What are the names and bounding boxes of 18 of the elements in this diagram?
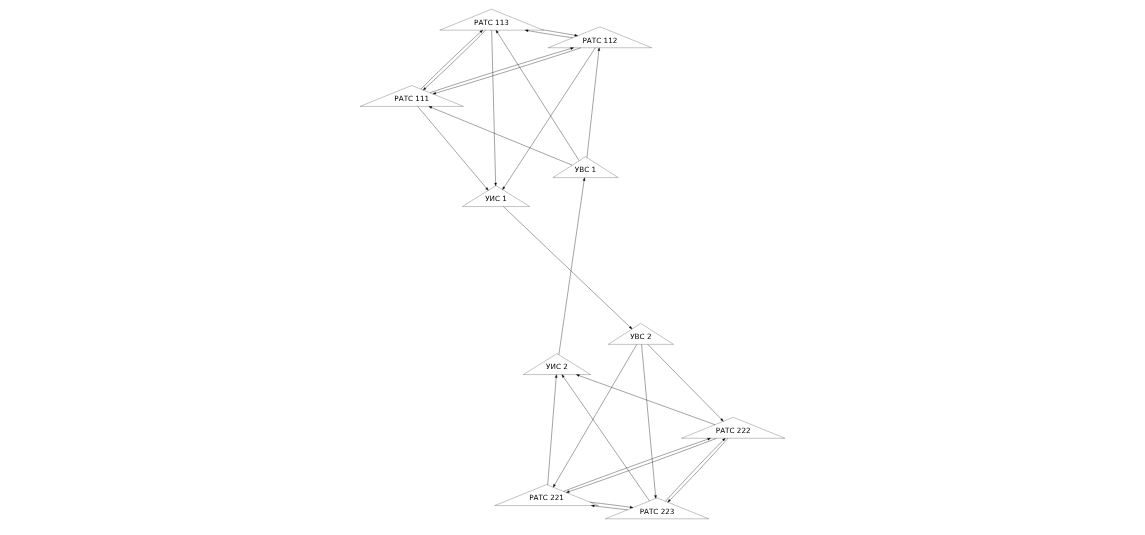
arrow (553, 344, 637, 488)
arrow (495, 30, 580, 161)
arrow (417, 106, 489, 191)
arrow (524, 29, 573, 38)
arrow (491, 30, 497, 186)
arrow (647, 344, 724, 422)
arrow (503, 206, 633, 330)
arrow (428, 106, 573, 166)
arrow (561, 374, 650, 502)
arrow (542, 29, 578, 37)
arrow (502, 47, 596, 190)
arrow (591, 504, 628, 510)
arrow (589, 502, 634, 509)
arrow (547, 374, 558, 486)
arrow (641, 344, 657, 499)
arrow (586, 47, 600, 158)
arrow (558, 177, 586, 355)
arrow (576, 374, 716, 425)
